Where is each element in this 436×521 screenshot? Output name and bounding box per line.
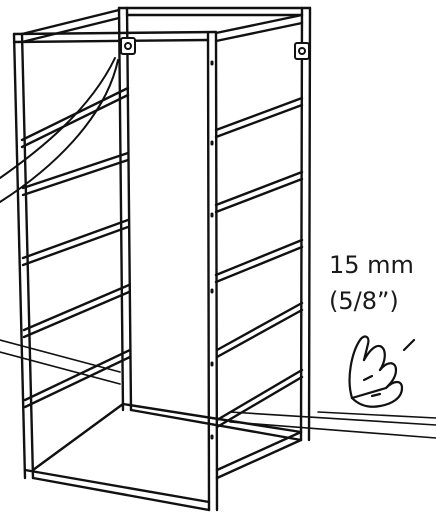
finger-press-icon	[348, 335, 416, 408]
frame-top	[12, 6, 312, 44]
corner-connectors	[120, 37, 310, 60]
callout-arc	[0, 57, 119, 203]
measurement-metric: 15 mm	[329, 251, 414, 279]
measurement-label: 15 mm (5/8”)	[329, 247, 414, 319]
right-runners	[214, 96, 304, 429]
frame-posts	[12, 6, 312, 512]
left-runners	[20, 86, 132, 409]
frame-bottom	[23, 402, 303, 512]
floor-lines	[0, 339, 436, 439]
measurement-imperial: (5/8”)	[329, 287, 399, 315]
